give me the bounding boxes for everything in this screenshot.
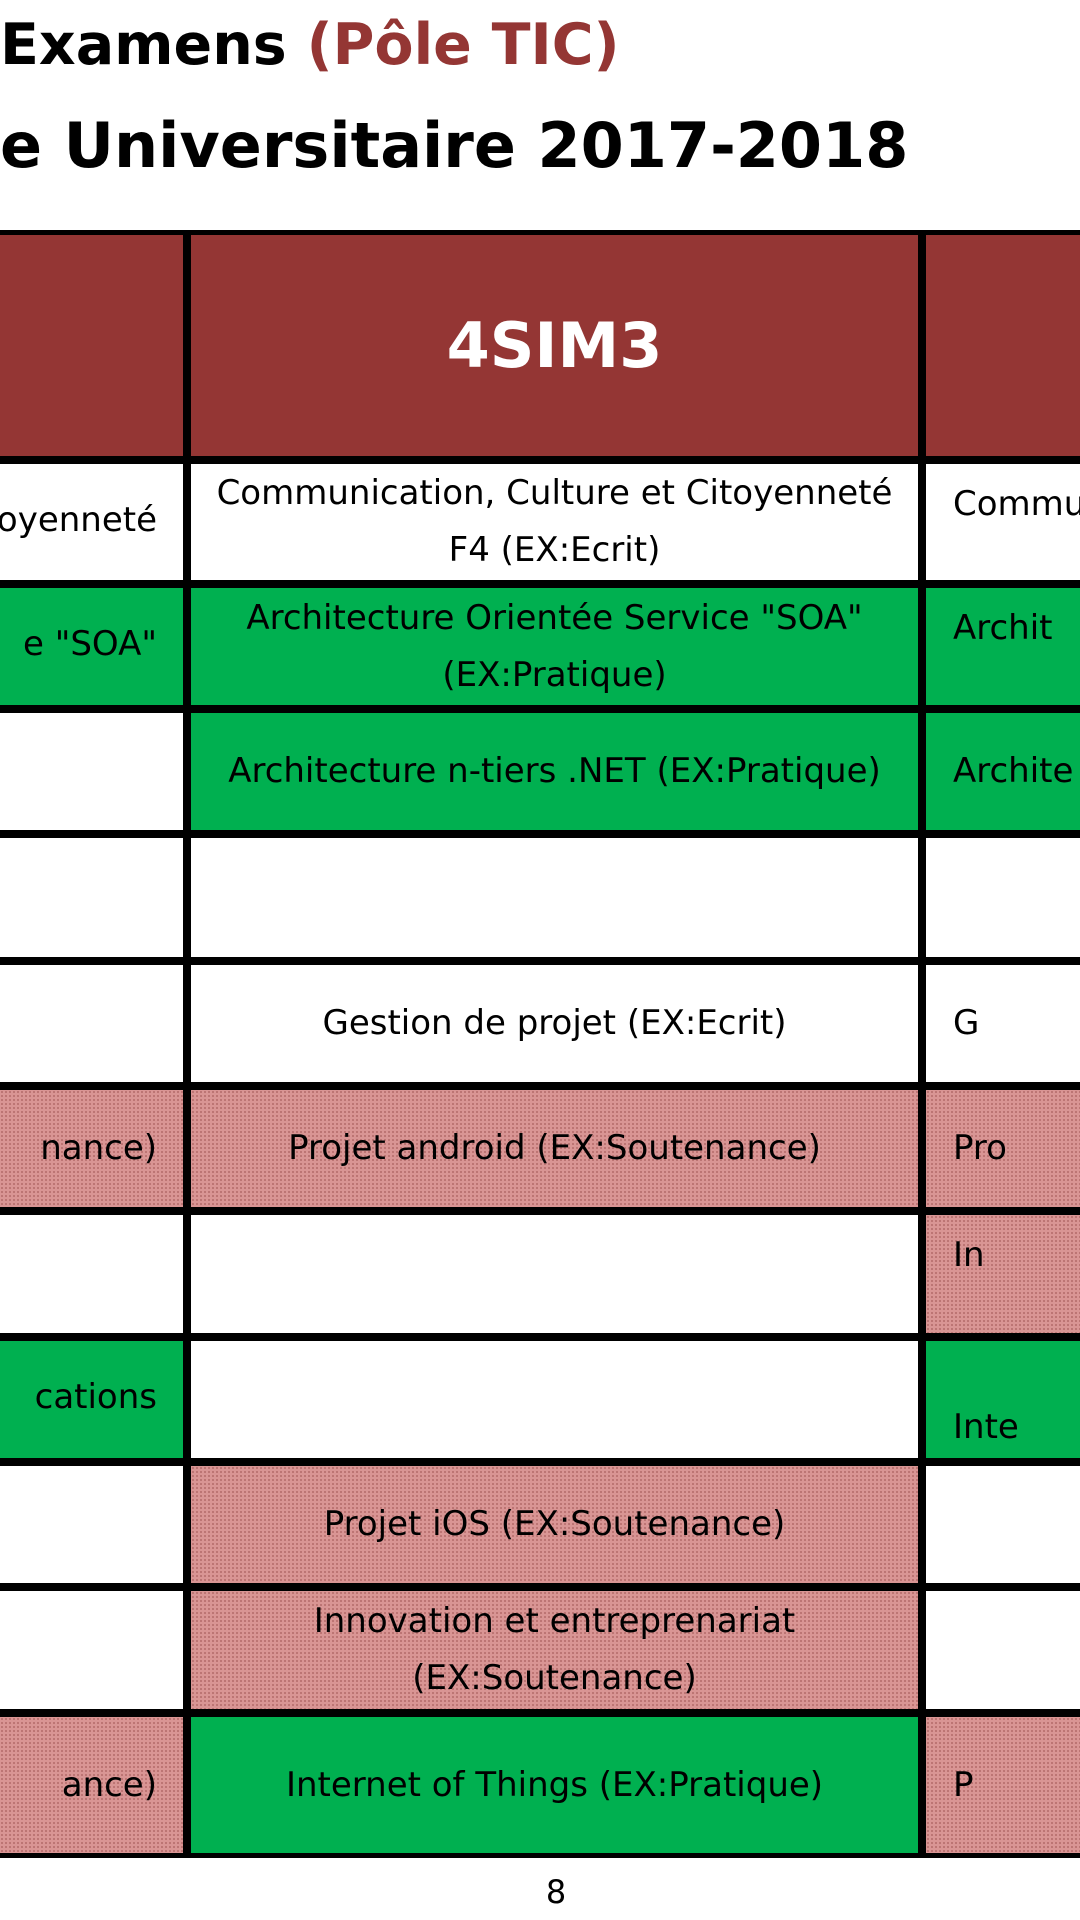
row11-right-cell: P: [926, 1717, 1080, 1853]
header-cell-4sim3: 4SIM3: [191, 235, 918, 456]
row8-left-cell: cations: [0, 1341, 183, 1458]
title-prefix: Examens: [0, 12, 307, 78]
row4-right-cell: [926, 838, 1080, 957]
exam-schedule-table: 4SIM3 oyenneté Communication, Culture et…: [0, 230, 1080, 1858]
row1-main-cell: Communication, Culture et Citoyenneté F4…: [191, 464, 918, 580]
row2-main-cell: Architecture Orientée Service "SOA" (EX:…: [191, 588, 918, 705]
row3-main-cell: Architecture n-tiers .NET (EX:Pratique): [191, 713, 918, 830]
row5-left-cell: [0, 965, 183, 1082]
row11-main-cell: Internet of Things (EX:Pratique): [191, 1717, 918, 1853]
row6-right-cell: Pro: [926, 1090, 1080, 1207]
row1-left-cell: oyenneté: [0, 464, 183, 580]
page-title: Examens (Pôle TIC): [0, 6, 620, 84]
row4-left-cell: [0, 838, 183, 957]
row4-main-cell: [191, 838, 918, 957]
row5-right-cell: G: [926, 965, 1080, 1082]
row8-right-cell: Inte: [926, 1341, 1080, 1458]
row3-left-cell: [0, 713, 183, 830]
row2-right-cell: Archit: [926, 588, 1080, 705]
row9-left-cell: [0, 1466, 183, 1583]
row11-left-cell: ance): [0, 1717, 183, 1853]
row8-main-cell: [191, 1341, 918, 1458]
row10-left-cell: [0, 1591, 183, 1709]
header-cell-left: [0, 235, 183, 456]
row6-main-cell: Projet android (EX:Soutenance): [191, 1090, 918, 1207]
row5-main-cell: Gestion de projet (EX:Ecrit): [191, 965, 918, 1082]
row7-left-cell: [0, 1215, 183, 1333]
row7-right-cell: In: [926, 1215, 1080, 1333]
row6-left-cell: nance): [0, 1090, 183, 1207]
academic-year-title: e Universitaire 2017-2018: [0, 109, 909, 182]
row7-main-cell: [191, 1215, 918, 1333]
row2-left-cell: e "SOA": [0, 588, 183, 705]
row9-main-cell: Projet iOS (EX:Soutenance): [191, 1466, 918, 1583]
page-number: 8: [545, 1873, 567, 1911]
title-accent: (Pôle TIC): [306, 12, 620, 78]
row3-right-cell: Archite: [926, 713, 1080, 830]
header-cell-right: [926, 235, 1080, 456]
row1-right-cell: Commu: [926, 464, 1080, 580]
row9-right-cell: [926, 1466, 1080, 1583]
row10-main-cell: Innovation et entreprenariat (EX:Soutena…: [191, 1591, 918, 1709]
row10-right-cell: [926, 1591, 1080, 1709]
